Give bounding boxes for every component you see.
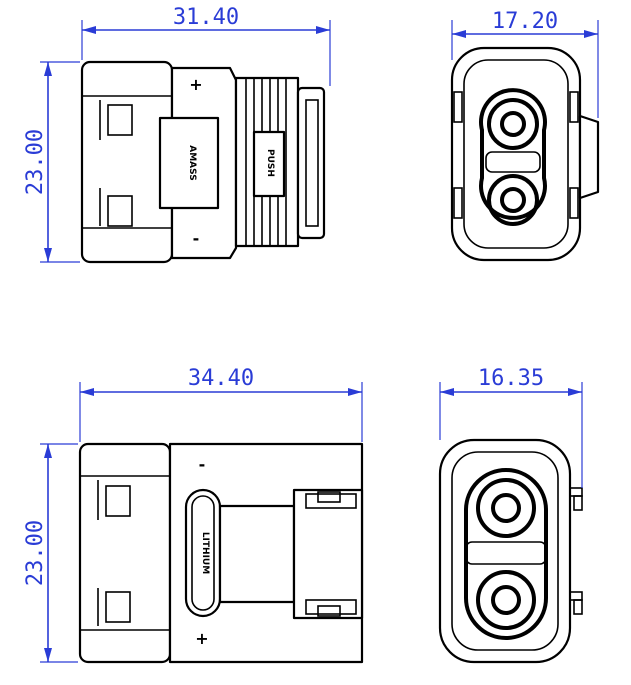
width-dimension: 17.20 — [492, 9, 558, 34]
bottom-front-view: 16.35 — [438, 366, 583, 664]
minus-mark: - — [193, 229, 200, 248]
height-dimension: 23.00 — [23, 129, 48, 195]
width-dimension: 34.40 — [188, 366, 254, 391]
width-dimension: 31.40 — [173, 5, 239, 30]
plus-mark: + — [195, 629, 208, 648]
top-side-view: + - AMASS PUSH 31.40 23.00 — [23, 5, 331, 264]
width-dimension: 16.35 — [478, 366, 544, 391]
brand-mark: LITHIUM — [200, 532, 210, 574]
minus-mark: - — [199, 455, 206, 474]
height-dimension: 23.00 — [23, 520, 48, 586]
brand-mark: AMASS — [187, 145, 197, 180]
push-mark: PUSH — [265, 149, 275, 177]
bottom-side-view: - + LITHIUM 34.40 23.00 — [23, 366, 364, 664]
plus-mark: + — [189, 75, 202, 94]
top-front-view: 17.20 — [450, 9, 600, 262]
